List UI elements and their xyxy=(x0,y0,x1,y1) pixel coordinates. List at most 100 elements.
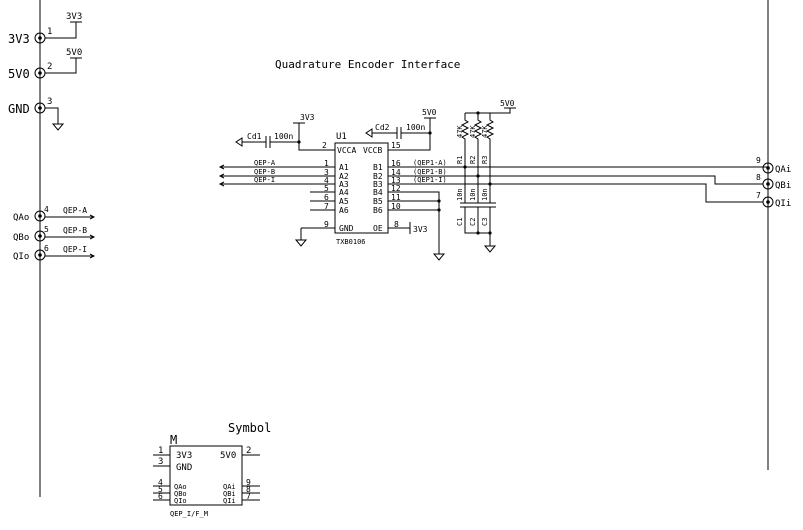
schematic-label: 9 xyxy=(324,220,329,229)
schematic-label: 47K xyxy=(481,125,489,138)
schematic-label: B4 xyxy=(373,188,383,197)
schematic-label: QIo xyxy=(174,497,187,505)
schematic-label: 3V3 xyxy=(300,113,315,122)
schematic-label: 10n xyxy=(481,188,489,201)
pullup-resistors[interactable]: 5V0 47K 47K 47K R1 R2 R3 xyxy=(456,99,516,203)
schematic-label: 5 xyxy=(324,184,329,193)
ground-icon xyxy=(484,239,496,253)
schematic-label: GND xyxy=(8,102,30,116)
schematic-label: A2 xyxy=(339,172,349,181)
power-net-label: 5V0 xyxy=(66,48,82,58)
schematic-label: 1 xyxy=(324,159,329,168)
schematic-label: B3 xyxy=(373,180,383,189)
schematic-label: VCCA xyxy=(337,146,356,155)
schematic-label: 6 xyxy=(44,244,49,253)
schematic-label: QBi xyxy=(775,181,791,191)
schematic-label: QEP-A xyxy=(254,159,276,167)
ground-icon xyxy=(52,117,64,131)
connector-3v3[interactable]: 3V3 1 3V3 xyxy=(8,12,82,46)
schematic-label: Cd1 xyxy=(247,132,262,141)
schematic-label: C2 xyxy=(469,218,477,226)
schematic-label: GND xyxy=(339,224,354,233)
schematic-label: 100n xyxy=(274,132,293,141)
connector-qao[interactable]: QAo 4 QEP-A xyxy=(13,205,96,223)
cap-cd2[interactable]: Cd2 100n xyxy=(365,123,432,139)
schematic-label: QAo xyxy=(174,483,187,491)
schematic-label: A1 xyxy=(339,163,349,172)
schematic-label: 7 xyxy=(324,202,329,211)
schematic-label: R3 xyxy=(481,156,489,164)
schematic-label: 6 xyxy=(324,193,329,202)
connector-qbi[interactable]: QBi 8 xyxy=(756,173,791,191)
schematic-label: 10n xyxy=(456,188,464,201)
schematic-label: C1 xyxy=(456,218,464,226)
schematic-label: 10 xyxy=(391,202,401,211)
schematic-label: 3V3 xyxy=(8,32,30,46)
schematic-label: 5V0 xyxy=(500,99,515,108)
schematic-label: 5V0 xyxy=(422,108,437,117)
schematic-label: 13 xyxy=(391,176,401,185)
schematic-label: 9 xyxy=(246,478,251,487)
schematic-label: GND xyxy=(176,463,192,473)
cap-cd1[interactable]: Cd1 100n xyxy=(235,131,301,148)
connector-5v0[interactable]: 5V0 2 5V0 xyxy=(8,48,82,81)
schematic-label: 10n xyxy=(469,188,477,201)
u1-txb0106[interactable]: U1 TXB0106 VCCA 2 A1 1 A2 3 A3 4 A4 5 A5… xyxy=(218,108,768,261)
schematic-label: QEP-I xyxy=(254,176,275,184)
schematic-label: 16 xyxy=(391,159,401,168)
schematic-label: 3 xyxy=(47,97,52,107)
schematic-label: QBo xyxy=(13,233,29,243)
schematic-label: 6 xyxy=(158,492,163,501)
schematic-label: 3 xyxy=(324,168,329,177)
schematic-label: 2 xyxy=(246,446,251,456)
filter-caps[interactable]: 10n 10n 10n C1 C2 C3 xyxy=(456,188,496,253)
connector-qii[interactable]: QIi 7 xyxy=(756,191,791,209)
schematic-label: 7 xyxy=(246,492,251,501)
connector-qbo[interactable]: QBo 5 QEP-B xyxy=(13,225,96,243)
schematic-label: B1 xyxy=(373,163,383,172)
schematic-label: QBo xyxy=(174,490,187,498)
schematic-label: C3 xyxy=(481,218,489,226)
ground-icon xyxy=(433,247,445,261)
connector-gnd[interactable]: GND 3 xyxy=(8,97,64,131)
schematic-label: 9 xyxy=(756,156,761,165)
schematic-label: 8 xyxy=(246,485,251,494)
ground-icon xyxy=(295,233,307,247)
schematic-label: QAi xyxy=(223,483,236,491)
schematic-label: 1 xyxy=(47,27,52,37)
schematic-label: 2 xyxy=(322,141,327,150)
schematic-label: QBi xyxy=(223,490,236,498)
schematic-label: 7 xyxy=(756,191,761,200)
schematic-label: 12 xyxy=(391,184,401,193)
schematic-label: 15 xyxy=(391,141,401,150)
schematic-label: Cd2 xyxy=(375,123,390,132)
schematic-label: (QEP1-B) xyxy=(413,168,447,176)
schematic-label: 100n xyxy=(406,123,425,132)
module-symbol[interactable]: Symbol M QEP_I/F_M 1 3V3 3 GND 4 QAo 5 Q… xyxy=(153,421,271,518)
schematic-label: QAi xyxy=(775,165,791,175)
schematic-label: R1 xyxy=(456,156,464,164)
schematic-label: 47K xyxy=(469,125,477,138)
schematic-label: QIi xyxy=(223,497,236,505)
schematic-label: M xyxy=(170,433,177,447)
connector-qai[interactable]: QAi 9 xyxy=(756,156,791,175)
schematic-label: R2 xyxy=(469,156,477,164)
schematic-label: 11 xyxy=(391,193,401,202)
schematic-label: QEP-B xyxy=(63,226,87,235)
schematic-label: QEP-I xyxy=(63,245,87,254)
schematic-label: A5 xyxy=(339,197,349,206)
sheet-title: Quadrature Encoder Interface xyxy=(275,58,460,71)
schematic-label: 5V0 xyxy=(8,67,30,81)
schematic-label: QAo xyxy=(13,213,29,223)
schematic-label: 5 xyxy=(158,485,163,494)
schematic-label: A3 xyxy=(339,180,349,189)
schematic-label: A6 xyxy=(339,206,349,215)
schematic-label: 1 xyxy=(158,446,163,456)
schematic-label: QEP_I/F_M xyxy=(170,510,208,518)
schematic-label: 47K xyxy=(456,125,464,138)
schematic-label: OE xyxy=(373,224,383,233)
connector-qio[interactable]: QIo 6 QEP-I xyxy=(13,244,96,262)
u1-part: TXB0106 xyxy=(336,238,366,246)
schematic-label: 14 xyxy=(391,168,401,177)
